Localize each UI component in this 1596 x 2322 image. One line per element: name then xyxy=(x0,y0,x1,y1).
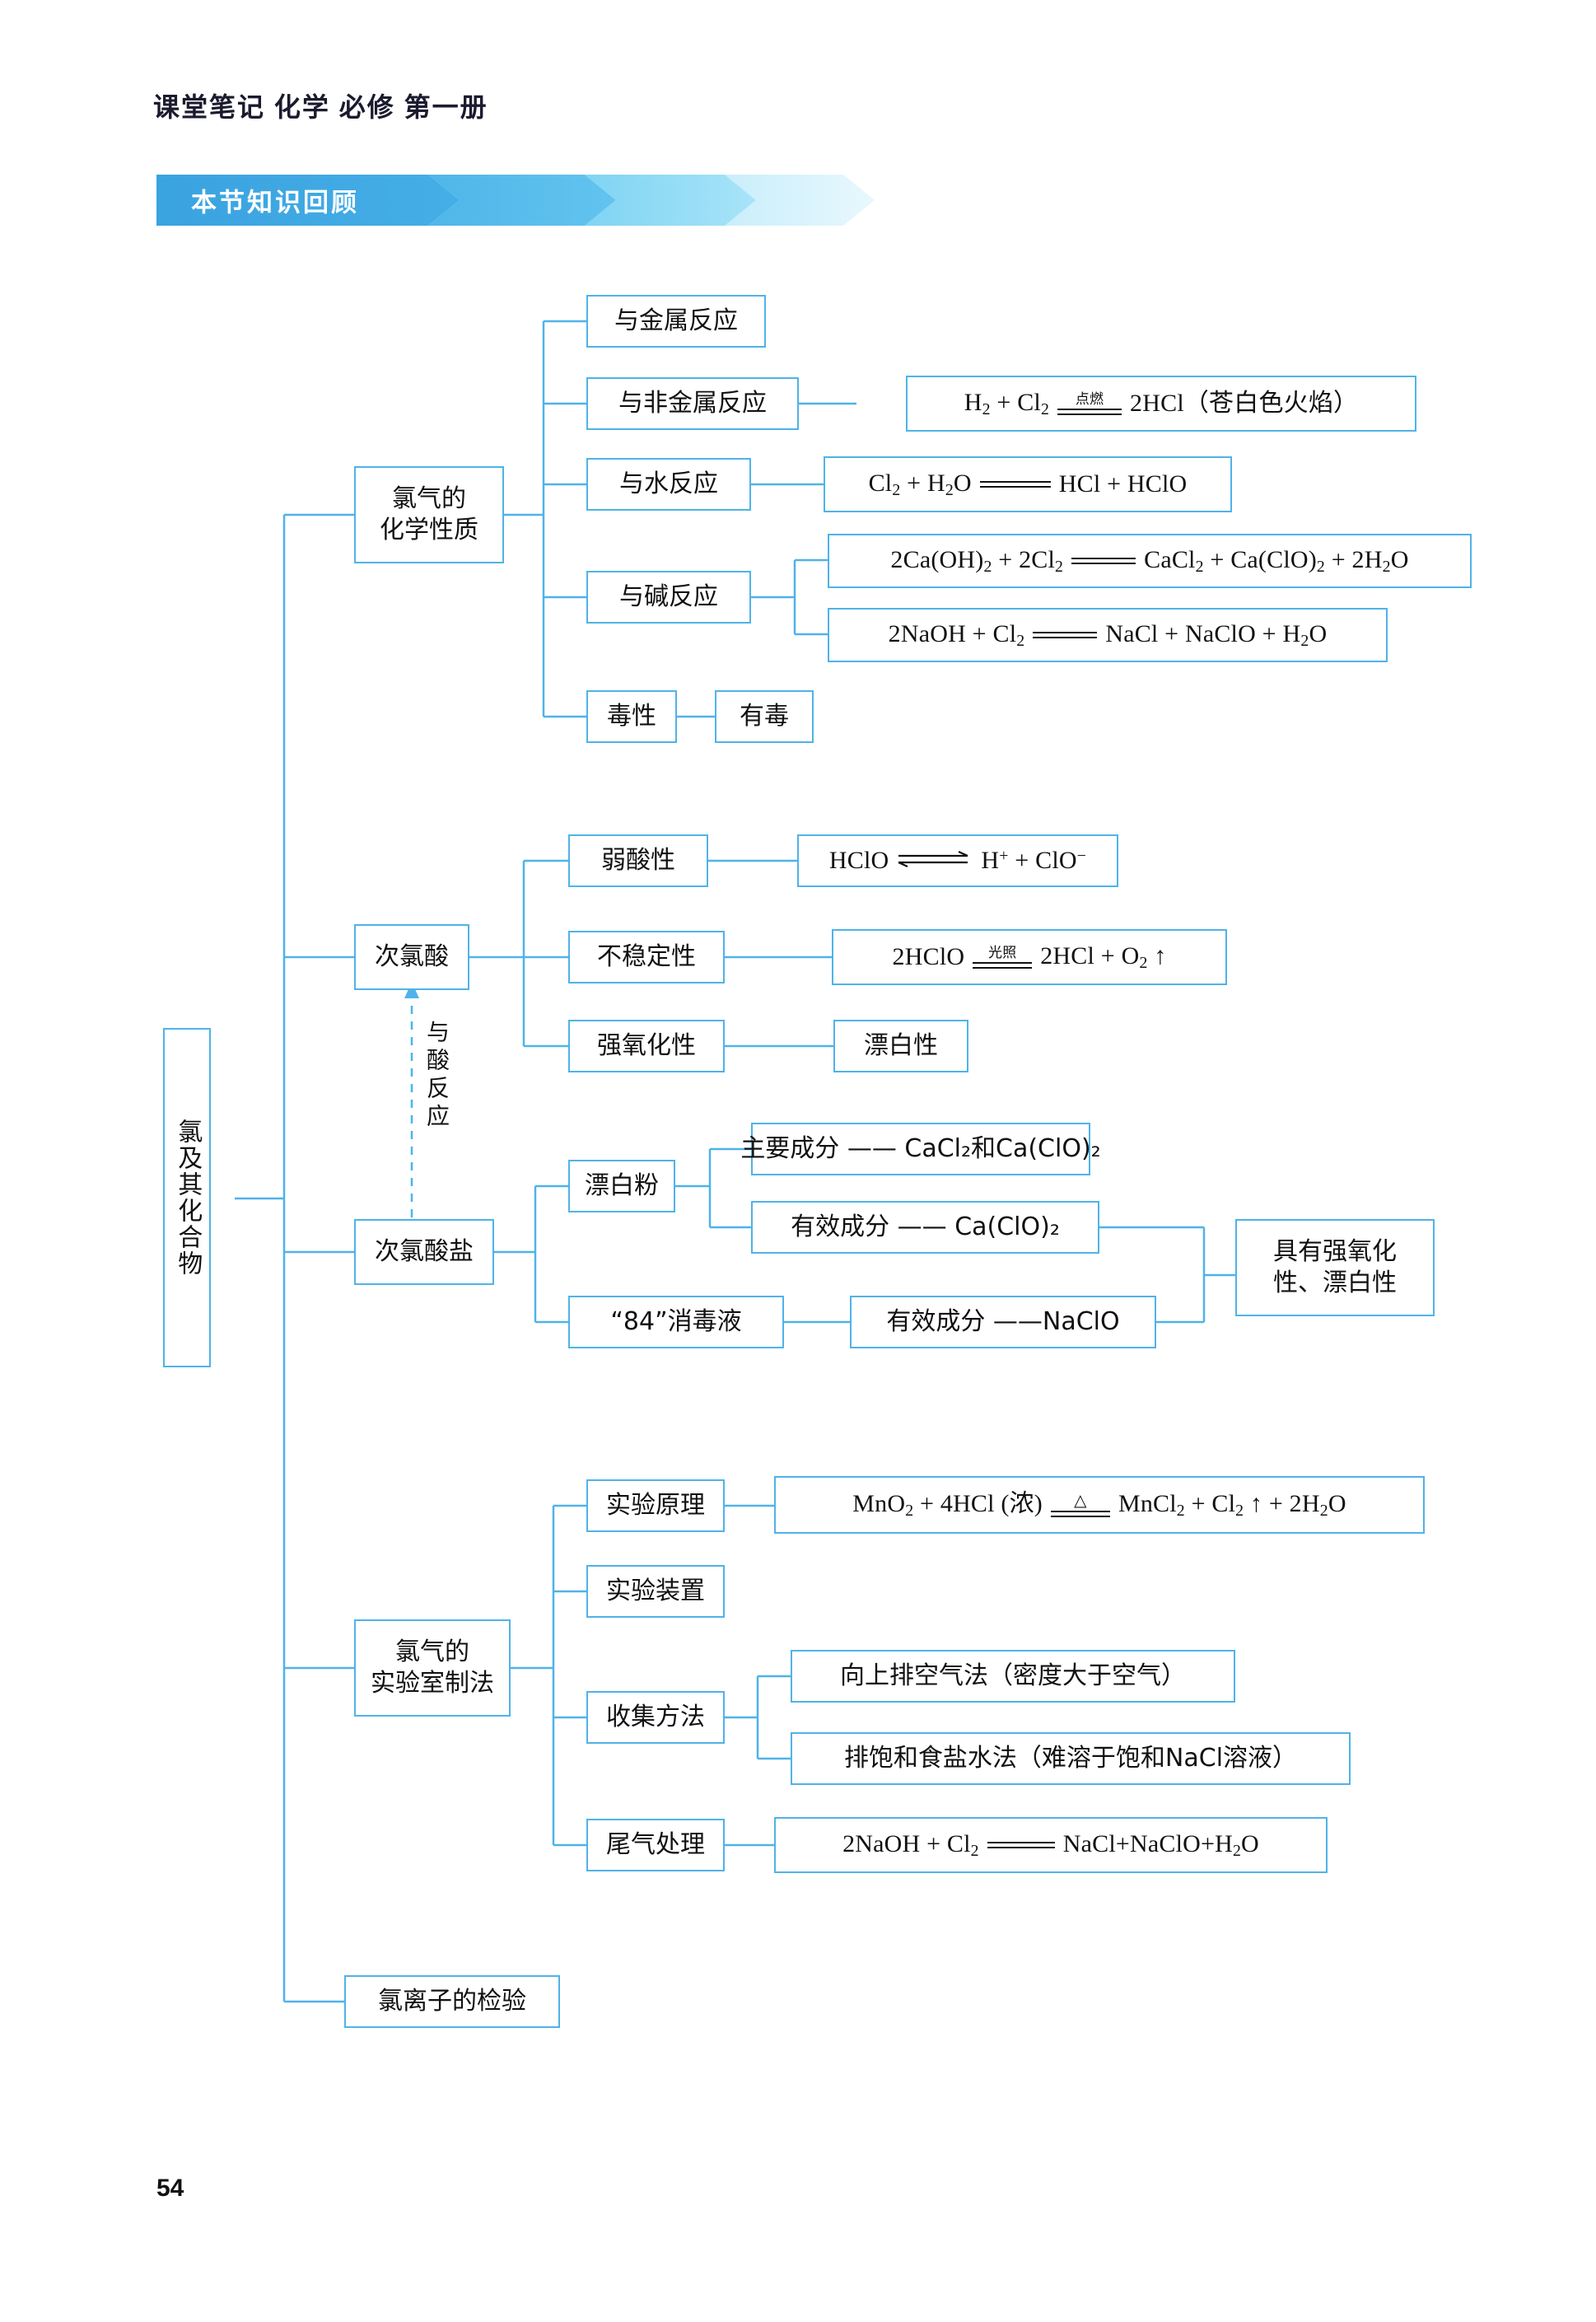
node-collection-method[interactable]: 收集方法 xyxy=(586,1691,725,1744)
eq-caoh2-right: CaCl2 + Ca(ClO)2 + 2H2O xyxy=(1144,545,1409,576)
running-header: 课堂笔记 化学 必修 第一册 xyxy=(153,92,488,122)
reaction-arrow-heat: △ xyxy=(1050,1493,1110,1517)
cross-link-label: 与酸反应 xyxy=(423,1020,450,1132)
equation-hclo-decomposition: 2HClO 光照 2HCl + O2 ↑ xyxy=(832,929,1227,985)
reaction-arrow-ignite: 点燃 xyxy=(1057,392,1122,415)
node-active-component-naclo[interactable]: 有效成分 ——NaClO xyxy=(850,1296,1156,1348)
double-rule xyxy=(979,481,1051,488)
eq-h2cl2-left: H2 + Cl2 xyxy=(964,388,1050,418)
eq-h2cl2-right: 2HCl（苍白色火焰） xyxy=(1130,389,1359,417)
eq-hclo-left: HClO xyxy=(828,846,889,874)
equation-mno2-hcl: MnO2 + 4HCl (浓) △ MnCl2 + Cl2 ↑ + 2H2O xyxy=(774,1476,1425,1534)
banner-label: 本节知识回顾 xyxy=(191,188,359,217)
eq-mno2-left: MnO2 + 4HCl (浓) xyxy=(852,1489,1043,1520)
node-experiment-principle[interactable]: 实验原理 xyxy=(586,1479,725,1532)
eq-hclodec-right: 2HCl + O2 ↑ xyxy=(1040,941,1167,972)
node-react-with-nonmetal[interactable]: 与非金属反应 xyxy=(586,377,799,430)
equation-hclo-ionization: HClO H+ + ClO− xyxy=(797,834,1118,887)
eq-naohtop-left: 2NaOH + Cl2 xyxy=(888,619,1025,650)
node-main-component[interactable]: 主要成分 —— CaCl₂和Ca(ClO)₂ xyxy=(740,1123,1101,1175)
equation-h2-cl2: H2 + Cl2 点燃 2HCl（苍白色火焰） xyxy=(906,376,1416,432)
node-hypochlorous-acid[interactable]: 次氯酸 xyxy=(354,924,469,990)
node-toxicity[interactable]: 毒性 xyxy=(586,690,677,743)
node-tail-gas-treatment[interactable]: 尾气处理 xyxy=(586,1819,725,1871)
reaction-arrow-plain xyxy=(987,1842,1055,1848)
equation-naoh-tailgas: 2NaOH + Cl2 NaCl+NaClO+H2O xyxy=(774,1817,1328,1873)
eq-naohtop-right: NaCl + NaClO + H2O xyxy=(1105,619,1328,650)
eq-cl2h2o-right: HCl + HClO xyxy=(1058,470,1188,498)
node-bleaching-property[interactable]: 漂白性 xyxy=(833,1020,968,1072)
equation-caoh2-cl2: 2Ca(OH)2 + 2Cl2 CaCl2 + Ca(ClO)2 + 2H2O xyxy=(828,534,1472,588)
node-84-disinfectant[interactable]: “84”消毒液 xyxy=(568,1296,784,1348)
double-rule xyxy=(1050,1511,1110,1517)
reaction-arrow-plain xyxy=(1033,632,1098,638)
equation-cl2-h2o: Cl2 + H2O HCl + HClO xyxy=(824,456,1232,512)
node-hypochlorite[interactable]: 次氯酸盐 xyxy=(354,1219,494,1285)
banner-chevron-graphic xyxy=(156,175,875,226)
node-chlorine-chemical-properties[interactable]: 氯气的 化学性质 xyxy=(354,466,504,563)
page-number: 54 xyxy=(156,2175,184,2202)
equation-naoh-cl2-top: 2NaOH + Cl2 NaCl + NaClO + H2O xyxy=(828,608,1388,662)
double-rule xyxy=(987,1842,1055,1848)
node-instability[interactable]: 不稳定性 xyxy=(568,931,725,983)
eq-hclodec-left: 2HClO xyxy=(892,942,965,970)
node-strong-oxidizing-summary[interactable]: 具有强氧化 性、漂白性 xyxy=(1235,1219,1435,1316)
eq-caoh2-left: 2Ca(OH)2 + 2Cl2 xyxy=(890,545,1064,576)
node-active-component-caclo[interactable]: 有效成分 —— Ca(ClO)₂ xyxy=(751,1201,1099,1254)
node-experiment-apparatus[interactable]: 实验装置 xyxy=(586,1565,725,1618)
node-collect-brine[interactable]: 排饱和食盐水法（难溶于饱和NaCl溶液） xyxy=(791,1732,1351,1785)
node-bleaching-powder[interactable]: 漂白粉 xyxy=(568,1160,675,1212)
reversible-arrow-icon xyxy=(895,845,974,876)
section-banner: 本节知识回顾 xyxy=(156,175,875,226)
node-strong-oxidizing[interactable]: 强氧化性 xyxy=(568,1020,725,1072)
eq-naohtail-left: 2NaOH + Cl2 xyxy=(842,1829,979,1860)
reaction-arrow-plain xyxy=(979,481,1051,488)
double-rule xyxy=(1057,408,1122,415)
eq-naohtail-right: NaCl+NaClO+H2O xyxy=(1062,1829,1259,1860)
node-lab-preparation[interactable]: 氯气的 实验室制法 xyxy=(354,1619,511,1717)
double-rule xyxy=(1033,632,1098,638)
node-root[interactable]: 氯及其化合物 xyxy=(163,1028,211,1367)
double-rule xyxy=(973,961,1033,969)
node-react-with-base[interactable]: 与碱反应 xyxy=(586,571,751,624)
node-chloride-ion-test[interactable]: 氯离子的检验 xyxy=(344,1975,560,2028)
reaction-arrow-light: 光照 xyxy=(973,946,1033,969)
eq-mno2-right: MnCl2 + Cl2 ↑ + 2H2O xyxy=(1118,1489,1346,1520)
node-toxic[interactable]: 有毒 xyxy=(715,690,814,743)
reaction-arrow-plain xyxy=(1071,558,1136,564)
node-weak-acidity[interactable]: 弱酸性 xyxy=(568,834,708,887)
eq-hclo-right: H+ + ClO− xyxy=(981,846,1087,874)
node-react-with-water[interactable]: 与水反应 xyxy=(586,458,751,511)
node-react-with-metal[interactable]: 与金属反应 xyxy=(586,295,766,348)
double-rule xyxy=(1071,558,1136,564)
eq-cl2h2o-left: Cl2 + H2O xyxy=(868,469,972,499)
node-collect-upward-air[interactable]: 向上排空气法（密度大于空气） xyxy=(791,1650,1235,1703)
